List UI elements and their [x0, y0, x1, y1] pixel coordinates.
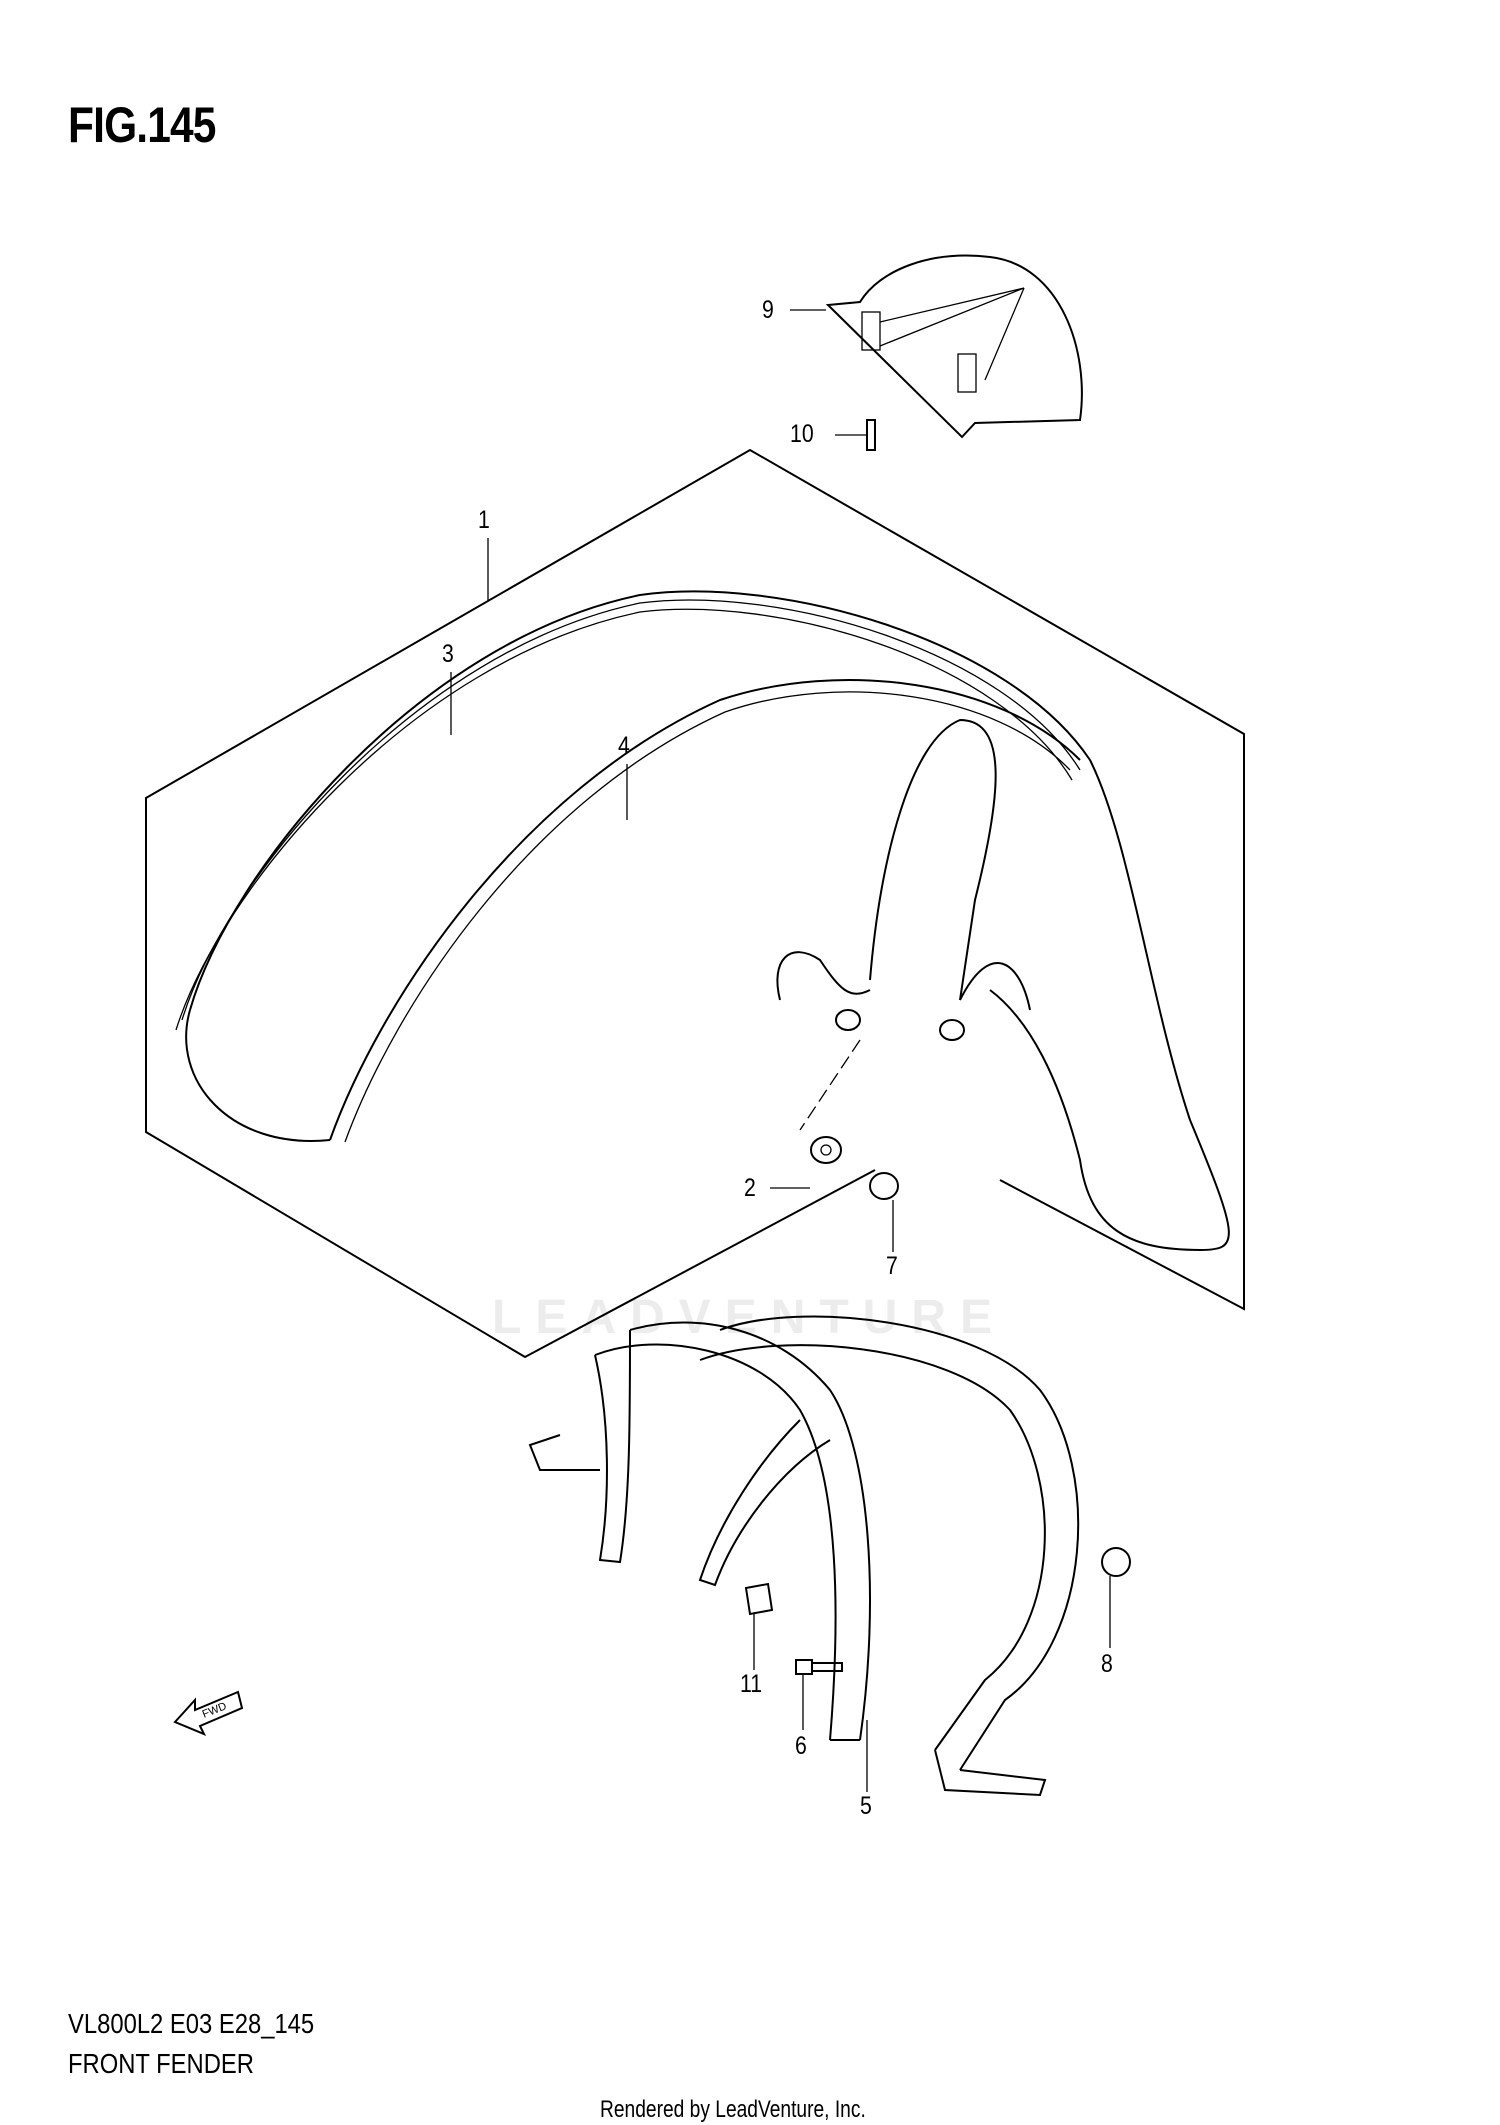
callout-7: 7	[886, 1252, 898, 1280]
callout-11: 11	[740, 1670, 763, 1698]
render-credit: Rendered by LeadVenture, Inc.	[600, 2096, 866, 2123]
part-8-plug	[1101, 1547, 1131, 1577]
part-7-grommet	[869, 1172, 899, 1200]
callout-2: 2	[744, 1174, 756, 1202]
callout-3: 3	[442, 640, 454, 668]
model-code: VL800L2 E03 E28_145	[68, 2008, 315, 2039]
assembly-outline	[145, 448, 1245, 1359]
part-5-brace	[528, 1315, 1080, 1797]
part-2-washer	[810, 1136, 842, 1164]
part-6-bolt	[795, 1659, 843, 1675]
callout-10: 10	[790, 420, 814, 448]
callout-8: 8	[1101, 1650, 1113, 1678]
fender-inner-edge	[329, 679, 1081, 1141]
section-name: FRONT FENDER	[68, 2048, 255, 2079]
callout-9: 9	[762, 296, 774, 324]
part-9-cover	[825, 254, 1083, 439]
callout-4: 4	[618, 732, 630, 760]
part-11-cushion	[744, 1582, 774, 1616]
watermark: LEADVENTURE	[492, 1291, 1007, 1344]
figure-title: FIG.145	[68, 97, 216, 153]
callout-6: 6	[795, 1732, 807, 1760]
callout-1: 1	[478, 506, 490, 534]
fwd-label: FWD	[201, 1700, 229, 1721]
part-10-screw	[866, 419, 876, 451]
fender-outer	[189, 590, 1091, 1011]
callout-5: 5	[860, 1792, 872, 1820]
fwd-arrow-icon: FWD	[173, 1690, 244, 1736]
